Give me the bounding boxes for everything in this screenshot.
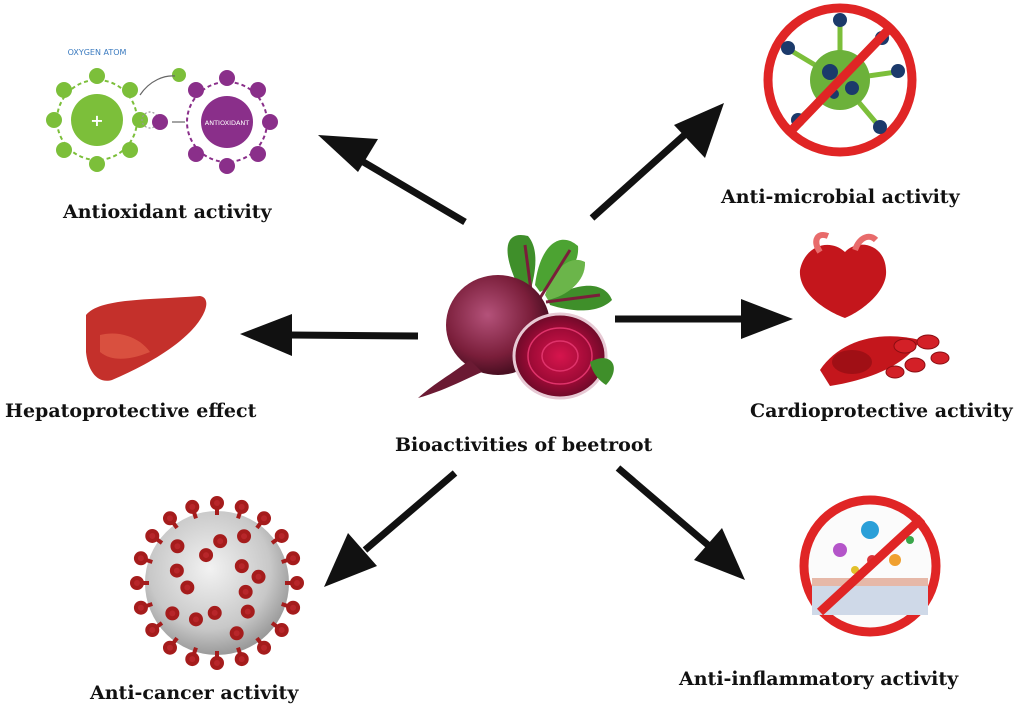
cancer-spike-tip [234, 499, 249, 514]
antimicrobial-label: Anti-microbial activity [721, 186, 960, 208]
antioxidant-caption: ANTIOXIDANT [205, 119, 249, 127]
cancer-spike-tip [257, 640, 272, 655]
cancer-surface-protein [170, 539, 185, 554]
arrow-to-antioxidant [318, 135, 467, 226]
heart-blood-vessel-icon [799, 232, 950, 386]
cancer-spike-tip [145, 623, 160, 638]
cancer-spike-tip [185, 499, 200, 514]
cancer-spike-tip [257, 511, 272, 526]
cancer-spike-tip [210, 656, 224, 670]
cancer-spike-tip [286, 551, 301, 566]
no-microbe-icon [763, 3, 917, 157]
anticancer-label: Anti-cancer activity [90, 682, 299, 704]
cardioprotective-label: Cardioprotective activity [750, 400, 1013, 422]
cancer-spike-tip [274, 623, 289, 638]
no-inflammation-icon [799, 495, 941, 637]
center-label: Bioactivities of beetroot [395, 434, 653, 456]
cancer-surface-protein [180, 580, 195, 595]
arrow-to-hepatoprotective [240, 314, 419, 356]
cancer-spike-tip [145, 528, 160, 543]
cancer-spike-tip [162, 511, 177, 526]
oxygen-atom-caption: OXYGEN ATOM [68, 48, 127, 57]
antiinflammatory-label: Anti-inflammatory activity [679, 668, 959, 690]
cancer-surface-protein [213, 534, 228, 549]
beetroot-icon [418, 234, 614, 400]
arrow-to-cardioprotective [615, 299, 793, 339]
cancer-spike-tip [286, 600, 301, 615]
cancer-surface-protein [169, 563, 184, 578]
cancer-cell-icon [130, 496, 304, 670]
cancer-surface-protein [199, 548, 214, 563]
arrow-to-antimicrobial [589, 103, 724, 221]
cancer-spike-tip [162, 640, 177, 655]
cancer-spike-tip [133, 600, 148, 615]
antioxidant-label: Antioxidant activity [63, 201, 272, 223]
cancer-spike-tip [290, 576, 304, 590]
cancer-surface-protein [234, 559, 249, 574]
arrow-to-anticancer [324, 470, 458, 587]
arrow-to-antiinflammatory [615, 465, 745, 580]
cancer-surface-protein [207, 605, 222, 620]
cancer-spike-tip [133, 551, 148, 566]
cancer-surface-protein [238, 584, 253, 599]
cancer-surface-protein [165, 606, 180, 621]
svg-text:+: + [90, 111, 103, 130]
cancer-surface-protein [251, 569, 266, 584]
liver-icon [86, 296, 207, 381]
cancer-spike-tip [130, 576, 144, 590]
hepatoprotective-label: Hepatoprotective effect [5, 400, 257, 422]
cancer-surface-protein [188, 612, 203, 627]
cancer-spike-tip [274, 528, 289, 543]
antioxidant-diagram-icon: + OXYGEN ATOM ANTIOXIDANT [46, 48, 278, 174]
cancer-surface-protein [240, 604, 255, 619]
cancer-surface-protein [229, 626, 244, 641]
cancer-spike-tip [210, 496, 224, 510]
cancer-spike-tip [234, 652, 249, 667]
cancer-surface-protein [237, 529, 252, 544]
cancer-spike-tip [185, 652, 200, 667]
